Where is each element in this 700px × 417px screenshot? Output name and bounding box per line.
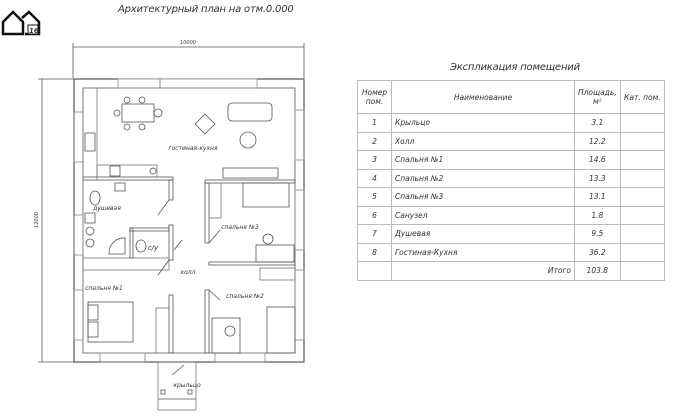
row-area: 13.1	[574, 187, 621, 207]
window	[214, 352, 266, 363]
dining-table	[121, 103, 155, 123]
window	[294, 269, 305, 341]
logo-icon: 16	[1, 10, 41, 36]
logo-text: 16	[29, 27, 39, 35]
plan-title: Архитектурный план на отм.0.000	[118, 4, 294, 15]
kitchen-counter	[96, 164, 158, 178]
stove	[109, 165, 121, 177]
dimension-height-label: 12000	[34, 212, 40, 228]
washer	[149, 167, 157, 175]
armchair	[194, 113, 216, 135]
row-number: 8	[357, 242, 392, 262]
sink	[84, 132, 96, 152]
porch	[157, 361, 197, 411]
row-category	[619, 113, 666, 133]
coffee-table	[239, 131, 257, 149]
row-area: 14.6	[574, 150, 621, 170]
total-label: Итого	[391, 261, 575, 281]
header-name: Наименование	[391, 80, 575, 114]
header-number: Номер пом.	[357, 80, 392, 114]
row-number: 5	[357, 187, 392, 207]
wardrobe	[259, 267, 296, 281]
row-category	[619, 242, 666, 262]
room-label-porch: крыльцо	[173, 382, 201, 389]
row-category	[619, 168, 666, 188]
row-area: 13.3	[574, 168, 621, 188]
bed	[266, 306, 296, 354]
wc-toilet	[135, 239, 147, 253]
room-label-wc: с/у	[148, 244, 159, 252]
room-label-hall: холл	[180, 269, 196, 276]
table-total-row: Итого 103.8	[357, 261, 666, 281]
row-area: 9.5	[574, 224, 621, 244]
washbasin	[114, 182, 126, 192]
row-number: 4	[357, 168, 392, 188]
window	[159, 78, 258, 89]
row-name: Спальня №1	[391, 150, 575, 170]
row-number: 2	[357, 131, 392, 151]
window	[73, 111, 84, 163]
room-label-bedroom2: спальня №2	[226, 293, 264, 300]
row-category	[619, 224, 666, 244]
row-number: 1	[357, 113, 392, 133]
room-label-bedroom3: спальня №3	[221, 224, 259, 231]
floor-plan: 10000 12000 гостиная-кухня душевая спаль…	[34, 40, 305, 411]
dimension-width-label: 10000	[180, 40, 196, 46]
total-value: 103.8	[574, 261, 621, 281]
window	[294, 109, 305, 161]
row-area: 12.2	[574, 131, 621, 151]
row-name: Санузел	[391, 205, 575, 225]
row-name: Душевая	[391, 224, 575, 244]
row-name: Крыльцо	[391, 113, 575, 133]
row-area: 36.2	[574, 242, 621, 262]
room-label-bedroom1: спальня №1	[85, 285, 123, 292]
row-area: 3.1	[574, 113, 621, 133]
row-category	[619, 150, 666, 170]
wardrobe	[208, 182, 222, 219]
tv-stand	[222, 167, 279, 179]
row-number: 3	[357, 150, 392, 170]
row-category	[619, 187, 666, 207]
row-area: 1.8	[574, 205, 621, 225]
row-category	[619, 205, 666, 225]
row-name: Холл	[391, 131, 575, 151]
row-name: Спальня №3	[391, 187, 575, 207]
row-name: Спальня №2	[391, 168, 575, 188]
room-label-living-kitchen: гостиная-кухня	[168, 145, 218, 152]
row-name: Гостиная-Кухня	[391, 242, 575, 262]
window	[99, 352, 146, 363]
row-number: 7	[357, 224, 392, 244]
partition-wall	[82, 176, 174, 181]
toilet	[89, 190, 101, 206]
header-area: Площадь, м²	[574, 80, 621, 114]
explication-title: Экспликация помещений	[450, 62, 580, 73]
room-label-shower: душевая	[92, 205, 121, 212]
window	[73, 289, 84, 341]
shower-cabin	[108, 237, 126, 255]
window	[73, 214, 84, 256]
table-header-row: Номер пом. Наименование Площадь, м² Кат.…	[357, 80, 666, 114]
explication-table: Номер пом. Наименование Площадь, м² Кат.…	[357, 80, 666, 281]
partition-wall	[204, 179, 296, 184]
header-category: Кат. пом.	[619, 80, 666, 114]
bed	[242, 182, 290, 208]
row-category	[619, 131, 666, 151]
sofa	[227, 102, 273, 122]
row-number: 6	[357, 205, 392, 225]
wardrobe	[155, 307, 170, 354]
window	[294, 189, 305, 251]
inner-wall	[82, 87, 296, 354]
outer-wall	[73, 78, 305, 363]
